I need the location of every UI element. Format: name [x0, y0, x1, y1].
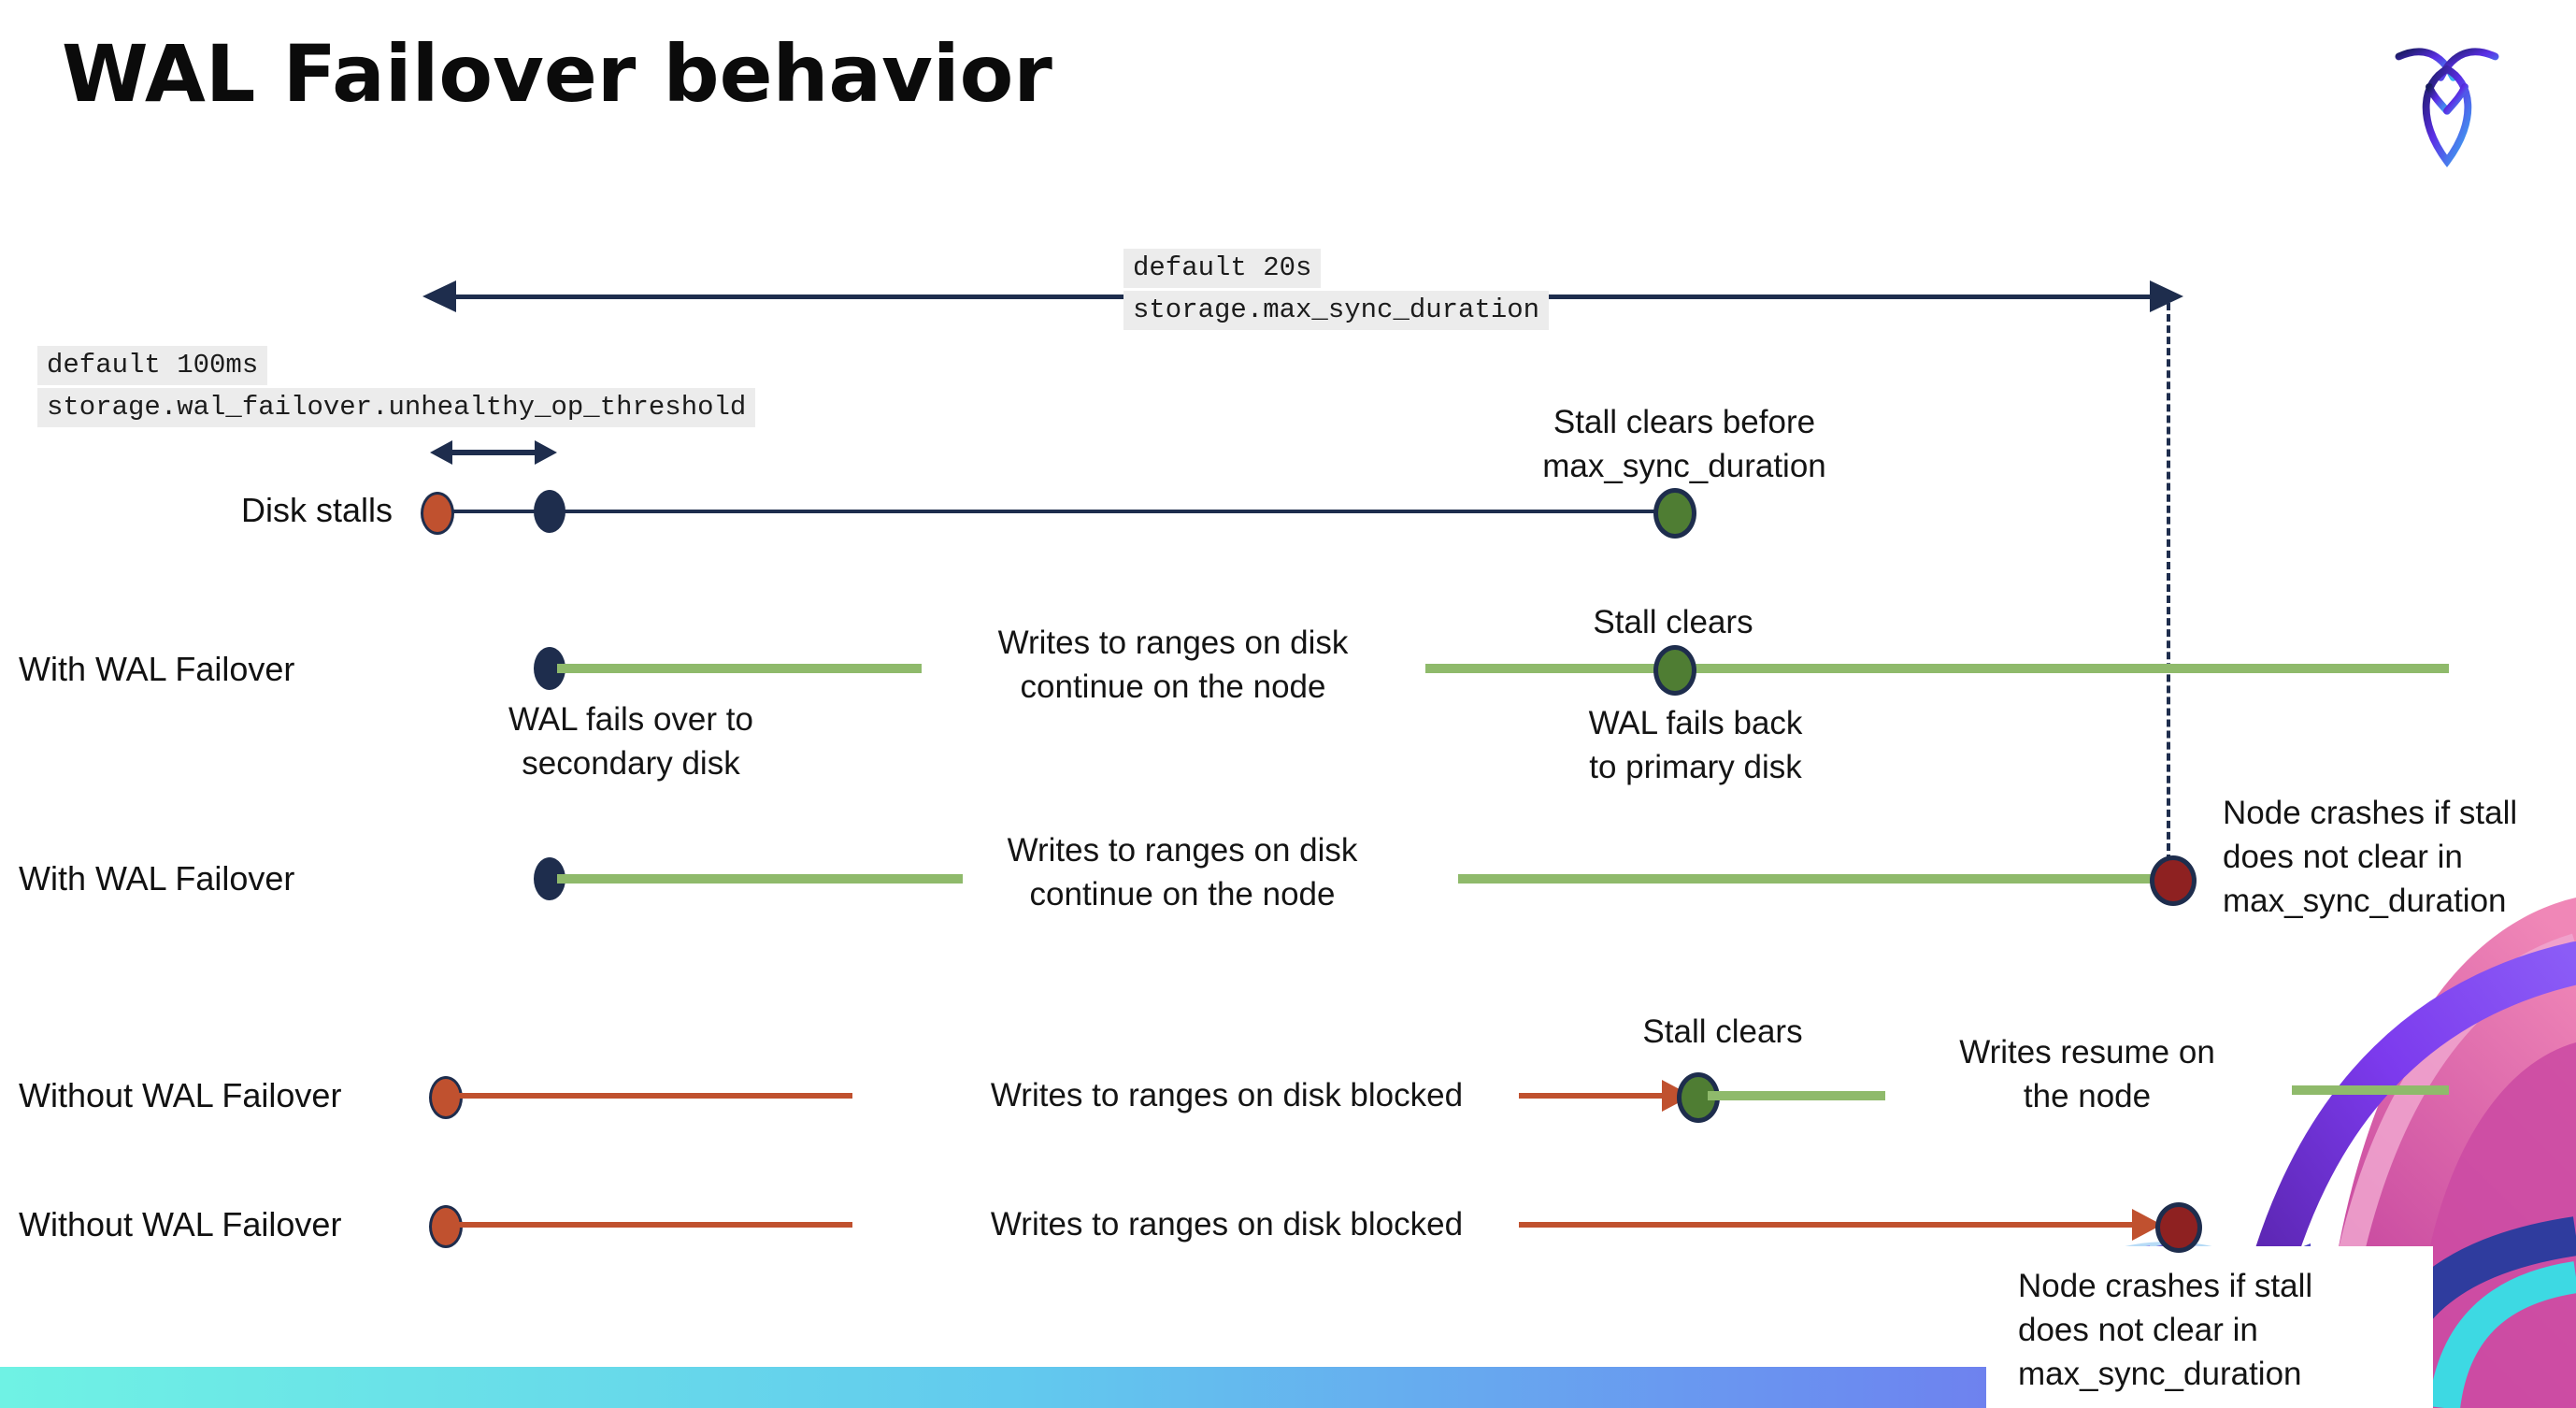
red-line-2a — [456, 1222, 852, 1228]
red-line-2b — [1519, 1222, 2136, 1228]
note-stall-clears-2: Stall clears — [1642, 1013, 1803, 1050]
threshold-setting-text: storage.wal_failover.unhealthy_op_thresh… — [37, 388, 756, 427]
unhealthy-op-threshold-label: default 100ms storage.wal_failover.unhea… — [37, 346, 756, 430]
note-wal-fails-over: WAL fails over to secondary disk — [508, 701, 753, 782]
note-writes-continue-2: Writes to ranges on disk continue on the… — [1007, 832, 1358, 912]
row-label-disk-stalls: Disk stalls — [240, 491, 393, 529]
node-crash-dot-1 — [2150, 855, 2197, 906]
note-writes-blocked-1: Writes to ranges on disk blocked — [990, 1077, 1464, 1113]
row-label-without-wal-failover-2: Without WAL Failover — [19, 1205, 342, 1243]
disk-stalls-timeline — [437, 510, 1673, 513]
green-line-2a — [557, 874, 963, 884]
note-stall-clears-1: Stall clears — [1593, 604, 1753, 640]
max-sync-duration-label: default 20s storage.max_sync_duration — [1123, 249, 1550, 333]
row-label-with-wal-failover-1: With WAL Failover — [19, 650, 295, 688]
note-wal-fails-back: WAL fails back to primary disk — [1588, 705, 1803, 785]
row-label-without-wal-failover-1: Without WAL Failover — [19, 1076, 342, 1114]
red-line-1b — [1519, 1093, 1667, 1099]
node-crash-callout — [1986, 1246, 2433, 1408]
note-node-crashes-1: Node crashes if stall does not clear in … — [2223, 795, 2518, 919]
green-line-3a — [1708, 1091, 1885, 1100]
stall-clears-dot-2 — [1653, 645, 1696, 696]
small-arrow-right-icon — [535, 440, 557, 465]
max-sync-deadline-dashed-line — [2167, 303, 2170, 862]
red-line-1a — [456, 1093, 852, 1099]
failover-threshold-dot — [534, 490, 565, 533]
stall-clears-dot — [1653, 488, 1696, 539]
note-stall-clears-before: Stall clears before max_sync_duration — [1542, 404, 1826, 484]
note-writes-resume: Writes resume on the node — [1959, 1034, 2215, 1114]
max-sync-setting-text: storage.max_sync_duration — [1123, 291, 1550, 330]
note-writes-blocked-2: Writes to ranges on disk blocked — [990, 1206, 1464, 1243]
green-line-2b — [1458, 874, 2161, 884]
node-crash-dot-2 — [2155, 1202, 2202, 1253]
small-arrow-left-icon — [430, 440, 452, 465]
green-line-1b — [1425, 664, 2449, 673]
row-label-with-wal-failover-2: With WAL Failover — [19, 859, 295, 898]
stall-start-dot-3 — [429, 1205, 463, 1248]
page-title: WAL Failover behavior — [62, 28, 1052, 120]
note-writes-continue-1: Writes to ranges on disk continue on the… — [997, 625, 1349, 705]
threshold-default-text: default 100ms — [37, 346, 268, 385]
cockroachdb-logo-icon — [2395, 48, 2499, 168]
stall-start-dot — [421, 492, 454, 535]
threshold-arrow-line — [447, 450, 540, 455]
arrow-left-icon — [422, 280, 456, 312]
note-node-crashes-2: Node crashes if stall does not clear in … — [2018, 1268, 2313, 1392]
green-line-3b — [2292, 1085, 2449, 1095]
green-line-1a — [557, 664, 922, 673]
max-sync-default-text: default 20s — [1123, 249, 1322, 288]
